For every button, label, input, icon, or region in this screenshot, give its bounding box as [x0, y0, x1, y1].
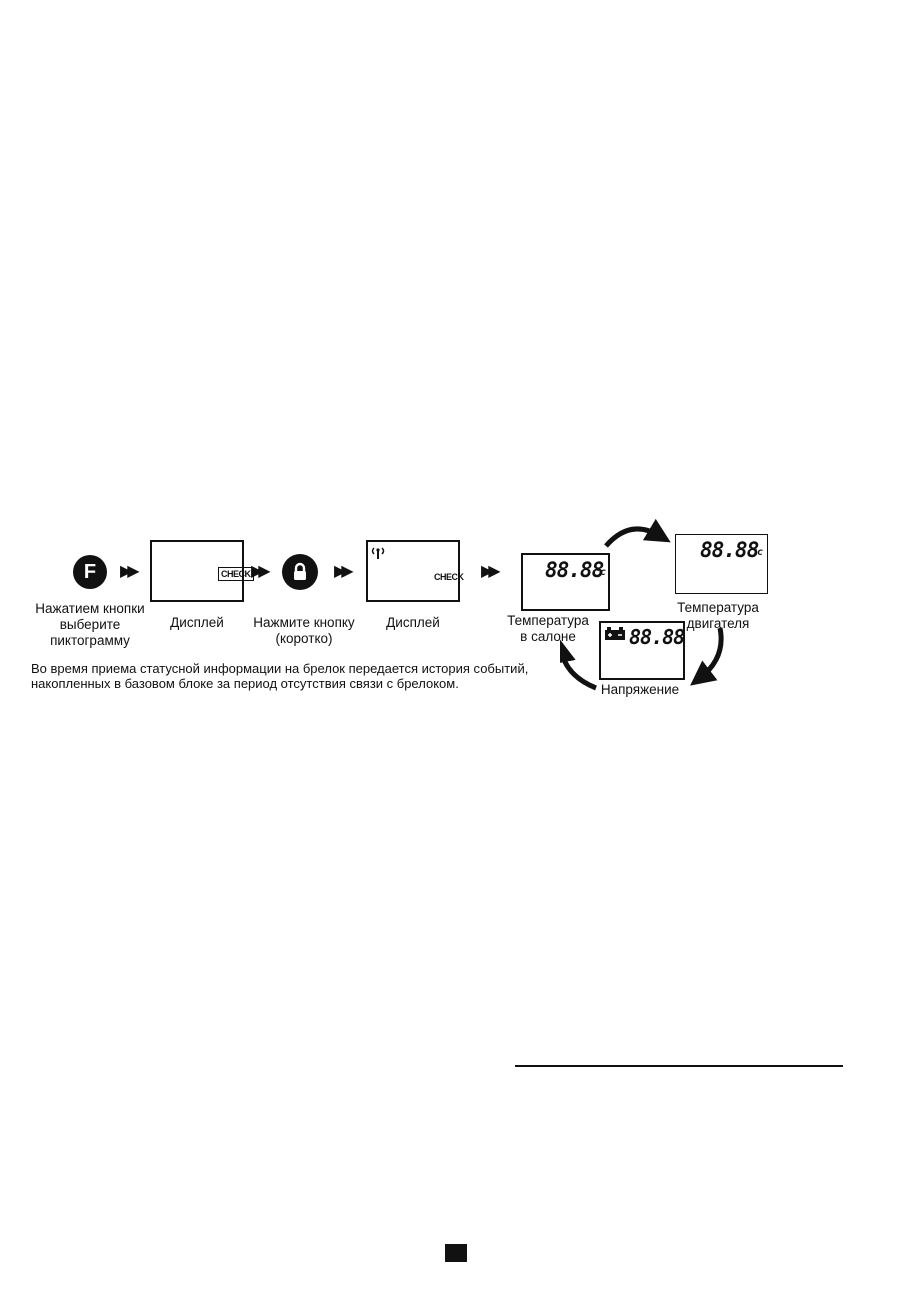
f-button-icon: F	[73, 555, 107, 589]
lock-button-icon	[282, 554, 318, 590]
check-indicator: CHECK	[218, 567, 254, 581]
cabin-temp-reading: 88.88	[545, 558, 604, 582]
voltage-reading: 88.88	[629, 625, 685, 649]
step3-caption: Нажмите кнопку (коротко)	[245, 615, 363, 647]
engine-temp-reading: 88.88	[700, 538, 759, 562]
engine-temp-caption-line1: Температура	[677, 600, 759, 615]
fast-forward-arrow-icon: ▶▶	[120, 563, 139, 580]
f-button-letter: F	[83, 560, 97, 583]
note-line1: Во время приема статусной информации на …	[31, 661, 529, 676]
step1-caption-line2: выберите	[59, 617, 121, 632]
step3-caption-line2: (коротко)	[275, 631, 333, 646]
engine-temp-unit: °c	[752, 547, 763, 558]
antenna-icon	[371, 547, 385, 559]
page-marker	[445, 1244, 467, 1262]
status-history-note: Во время приема статусной информации на …	[31, 661, 528, 691]
divider-line	[515, 1065, 843, 1067]
check-indicator: CHECK	[434, 572, 464, 582]
step4-caption: Дисплей	[386, 615, 440, 630]
fast-forward-arrow-icon: ▶▶	[334, 563, 353, 580]
cycle-arrow-icon	[560, 518, 724, 691]
display-voltage: 88.88	[599, 621, 685, 680]
step2-caption: Дисплей	[170, 615, 224, 630]
step1-caption-line3: пиктограмму	[50, 633, 130, 648]
voltage-caption: Напряжение	[600, 682, 680, 697]
engine-temp-caption-line2: двигателя	[686, 616, 750, 631]
fast-forward-arrow-icon: ▶▶	[251, 563, 270, 580]
cabin-temp-caption-line1: Температура	[507, 613, 589, 628]
battery-icon	[605, 627, 625, 640]
step1-caption: Нажатием кнопки выберите пиктограмму	[25, 601, 155, 649]
display-antenna-check: CHECK	[366, 540, 464, 602]
cabin-temp-unit: °c	[595, 567, 606, 578]
engine-temp-caption: Температура двигателя	[668, 600, 768, 632]
step3-caption-line1: Нажмите кнопку	[253, 615, 355, 630]
note-line2: накопленных в базовом блоке за период от…	[31, 676, 459, 691]
display-engine-temperature: 88.88 °c	[675, 534, 768, 594]
display-cabin-temperature: 88.88 °c	[521, 553, 610, 611]
step1-caption-line1: Нажатием кнопки	[35, 601, 145, 616]
fast-forward-arrow-icon: ▶▶	[481, 563, 500, 580]
display-check: CHECK	[150, 540, 254, 602]
